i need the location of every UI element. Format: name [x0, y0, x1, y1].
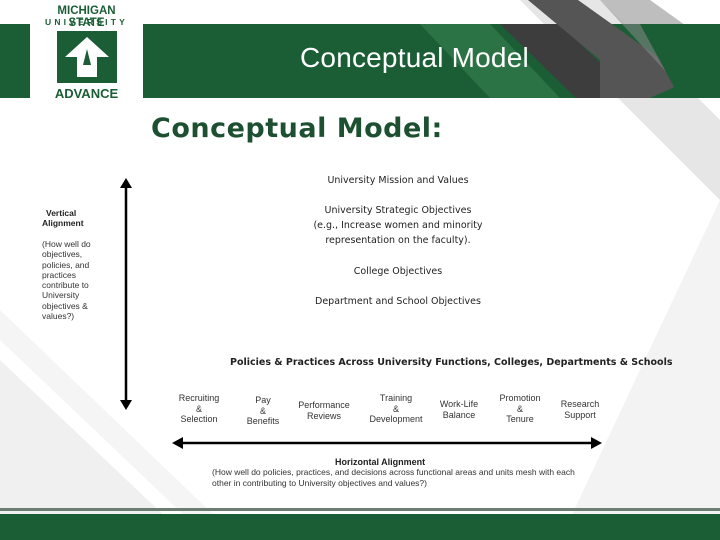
- function-promotion: Promotion & Tenure: [492, 393, 548, 425]
- logo-line1: MICHIGAN STATE: [57, 5, 116, 29]
- objective-strategic-example: (e.g., Increase women and minority: [313, 220, 483, 231]
- horizontal-alignment-body: (How well do policies, practices, and de…: [212, 467, 575, 488]
- function-line: Pay: [255, 395, 271, 405]
- footer-divider: [0, 508, 720, 511]
- function-training: Training & Development: [362, 393, 430, 425]
- objective-strategic-example-cont: representation on the faculty).: [325, 235, 471, 246]
- function-line: Selection: [180, 414, 218, 424]
- vertical-title-line1: Vertical: [46, 208, 77, 218]
- function-line: Reviews: [306, 410, 341, 421]
- function-line: Benefits: [246, 416, 280, 426]
- logo-line2: UNIVERSITY: [44, 17, 128, 27]
- footer-bar: [0, 514, 720, 540]
- header-title: Conceptual Model: [300, 42, 529, 73]
- header-stripes: [420, 0, 720, 98]
- function-line: Research: [560, 399, 600, 409]
- objective-college: College Objectives: [353, 266, 443, 277]
- advance-arrow-icon: [57, 31, 117, 83]
- horizontal-double-arrow-icon: [172, 437, 602, 449]
- function-recruiting: Recruiting & Selection: [168, 393, 230, 425]
- function-line: Balance: [442, 409, 476, 420]
- horizontal-alignment-title: Horizontal Alignment: [335, 457, 426, 467]
- objective-department: Department and School Objectives: [315, 296, 481, 307]
- function-line: &: [392, 403, 399, 414]
- function-line: Promotion: [499, 393, 541, 403]
- function-line: Tenure: [506, 414, 534, 424]
- function-line: &: [516, 403, 523, 414]
- function-line: &: [195, 403, 202, 414]
- msu-advance-logo: MICHIGAN STATE UNIVERSITY ADVANCE: [30, 0, 143, 104]
- objective-mission: University Mission and Values: [327, 175, 469, 186]
- vertical-alignment-title: Vertical Alignment: [42, 208, 84, 228]
- slide-title: Conceptual Model:: [151, 113, 443, 144]
- function-line: Training: [379, 393, 413, 403]
- function-line: Development: [369, 414, 423, 424]
- policies-title: Policies & Practices Across University F…: [230, 357, 673, 368]
- function-pay: Pay & Benefits: [238, 395, 288, 427]
- function-research: Research Support: [552, 399, 608, 420]
- function-work-life: Work-Life Balance: [433, 399, 485, 420]
- logo-line3: ADVANCE: [54, 86, 119, 101]
- vertical-double-arrow-icon: [120, 178, 132, 410]
- function-line: Recruiting: [178, 393, 220, 403]
- objective-strategic: University Strategic Objectives: [324, 205, 472, 216]
- function-line: Support: [564, 409, 596, 420]
- vertical-title-line2: Alignment: [42, 218, 84, 228]
- function-line: Performance: [298, 400, 350, 410]
- vertical-alignment-body: (How well do objectives, policies, and p…: [42, 239, 91, 322]
- function-line: &: [259, 405, 266, 416]
- function-performance: Performance Reviews: [292, 400, 356, 421]
- function-line: Work-Life: [439, 399, 479, 409]
